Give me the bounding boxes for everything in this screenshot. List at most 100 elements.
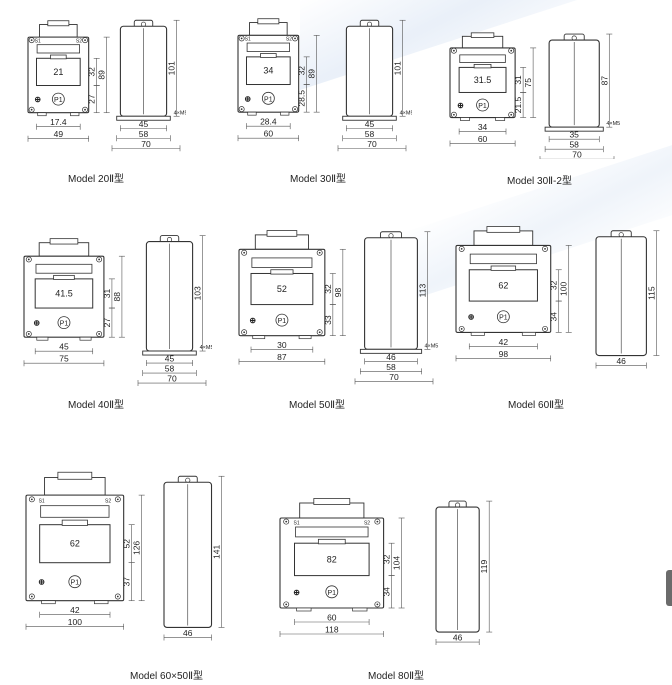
terminal-s1-label: S1 bbox=[294, 520, 300, 526]
terminal-s2-label: S2 bbox=[286, 37, 292, 43]
dim-side-width-c: 70 bbox=[389, 372, 399, 382]
name-plate bbox=[469, 253, 537, 265]
scrollbar-thumb[interactable] bbox=[666, 570, 672, 606]
primary-window bbox=[458, 66, 507, 93]
dim-side-width-a: 46 bbox=[453, 633, 463, 643]
dim-side-height: 103 bbox=[193, 286, 203, 300]
terminal-s2-label: S2 bbox=[76, 38, 82, 44]
p1-marking-circle bbox=[68, 575, 82, 589]
terminal-housing bbox=[473, 230, 534, 246]
screw-hole-icon bbox=[28, 496, 35, 503]
mounting-base bbox=[116, 115, 171, 121]
dim-window-height: 32 bbox=[297, 66, 307, 76]
screw-spec-label: 4×M5 bbox=[174, 110, 186, 116]
dim-side-width-a: 45 bbox=[165, 354, 175, 364]
dim-window-width: 34 bbox=[478, 122, 488, 132]
dim-window-width: 60 bbox=[327, 613, 337, 623]
p1-marking-circle bbox=[275, 313, 289, 327]
primary-window bbox=[245, 56, 291, 86]
terminal-housing bbox=[44, 477, 106, 496]
screw-hole-icon bbox=[25, 256, 32, 263]
dim-side-height: 87 bbox=[599, 76, 609, 86]
dim-window-width: 17.4 bbox=[50, 117, 67, 127]
screw-hole-icon bbox=[450, 47, 457, 54]
dim-side-width-c: 70 bbox=[572, 150, 582, 159]
p1-label: P1 bbox=[278, 318, 287, 325]
screw-hole-icon bbox=[96, 331, 103, 337]
dim-bottom-height: 34 bbox=[549, 312, 559, 322]
screw-hole-icon bbox=[28, 37, 35, 44]
dim-overall-width: 98 bbox=[499, 349, 509, 359]
terminal-s1-label: S1 bbox=[245, 37, 251, 43]
primary-window bbox=[35, 57, 81, 87]
dim-overall-height: 88 bbox=[112, 292, 122, 302]
dim-bottom-height: 27 bbox=[87, 94, 97, 104]
primary-window bbox=[39, 524, 111, 564]
screw-hole-icon bbox=[25, 331, 32, 337]
screw-hole-icon bbox=[114, 593, 121, 600]
screw-hole-icon bbox=[458, 245, 465, 252]
dim-window-height: 32 bbox=[549, 280, 559, 290]
dim-overall-width: 87 bbox=[277, 352, 287, 362]
window-size-label: 31.5 bbox=[474, 75, 492, 85]
screw-hole-icon bbox=[458, 325, 465, 332]
screw-hole-icon bbox=[508, 47, 515, 54]
dim-window-height: 31 bbox=[513, 75, 523, 85]
dim-overall-width: 60 bbox=[478, 134, 488, 144]
dim-bottom-height: 21.5 bbox=[513, 96, 523, 113]
terminal-housing bbox=[38, 242, 90, 257]
dim-side-width-a: 35 bbox=[569, 130, 579, 140]
screw-spec-label: 4×M5 bbox=[424, 343, 438, 349]
screw-hole-icon bbox=[374, 518, 381, 525]
dim-side-width-a: 46 bbox=[616, 356, 626, 366]
screw-hole-icon bbox=[450, 111, 457, 118]
dim-overall-height: 126 bbox=[132, 541, 142, 555]
p1-label: P1 bbox=[328, 590, 337, 597]
dim-side-width-c: 70 bbox=[367, 139, 377, 149]
screw-spec-label: 4×M5 bbox=[200, 345, 212, 351]
dim-side-width-b: 58 bbox=[386, 362, 396, 372]
screw-spec-label: 4×M5 bbox=[400, 110, 412, 116]
screw-spec-label: 4×M5 bbox=[606, 121, 620, 127]
screw-hole-icon bbox=[241, 249, 248, 256]
dim-window-width: 28.4 bbox=[260, 117, 277, 127]
screw-hole-icon bbox=[316, 329, 323, 336]
terminal-housing bbox=[299, 502, 365, 519]
window-size-label: 21 bbox=[53, 67, 63, 77]
mounting-base bbox=[544, 126, 604, 132]
dim-overall-width: 118 bbox=[325, 625, 339, 635]
dim-window-height: 32 bbox=[87, 67, 97, 77]
p1-label: P1 bbox=[71, 580, 80, 587]
dim-overall-height: 75 bbox=[523, 78, 533, 88]
name-plate bbox=[246, 42, 290, 52]
p1-label: P1 bbox=[478, 103, 487, 110]
p1-marking-circle bbox=[261, 91, 275, 105]
certification-mark-icon: ⊕ bbox=[38, 578, 45, 587]
dim-window-width: 45 bbox=[59, 342, 69, 352]
model-30-caption: Model 30Ⅱ型 bbox=[290, 174, 347, 185]
dim-bottom-height: 34 bbox=[382, 587, 392, 597]
dim-overall-height: 89 bbox=[307, 69, 317, 79]
terminal-housing bbox=[254, 234, 309, 250]
screw-hole-icon bbox=[82, 106, 88, 113]
mounting-base bbox=[359, 348, 423, 354]
terminal-s2-label: S2 bbox=[105, 499, 111, 505]
